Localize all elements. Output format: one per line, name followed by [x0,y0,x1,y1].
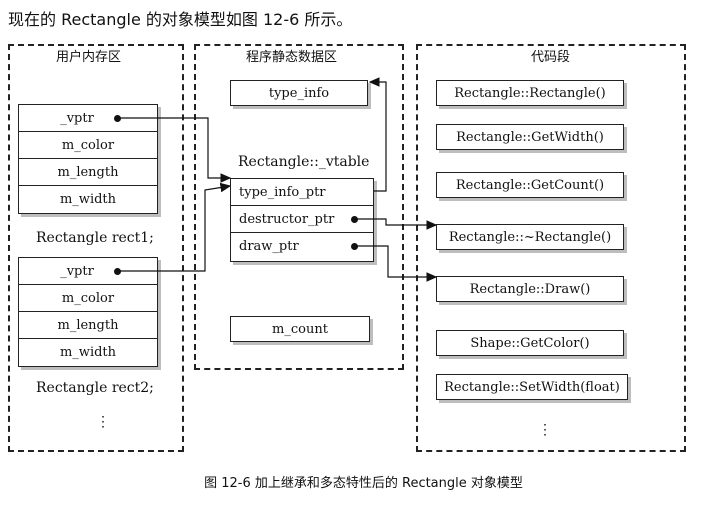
rect1-vptr-field: _vptr [19,105,157,132]
user-memory-ellipsis: ⋮ [96,414,110,430]
rect1-length-field: m_length [19,159,157,186]
rect2-vptr-arrow [117,182,232,272]
rect1-label: Rectangle rect1; [36,230,154,246]
func-get-color: Shape::GetColor() [436,330,624,356]
code-segment-title: 代码段 [525,46,577,65]
rect1-object: _vptr m_color m_length m_width [18,104,158,214]
field-label: _vptr [60,263,94,279]
rect2-color-field: m_color [19,285,157,312]
func-get-count: Rectangle::GetCount() [436,172,624,198]
vtable-draw-ptr: draw_ptr [231,233,373,260]
rect1-width-field: m_width [19,186,157,213]
rect2-label: Rectangle rect2; [36,380,154,396]
rect1-color-field: m_color [19,132,157,159]
m-count-box: m_count [230,316,370,342]
func-get-width: Rectangle::GetWidth() [436,124,624,150]
static-data-title: 程序静态数据区 [240,46,344,65]
type-info-ptr-arrow [368,77,387,192]
code-segment-region [416,44,686,452]
entry-label: destructor_ptr [239,211,335,227]
field-label: _vptr [60,110,94,126]
user-memory-region [8,44,184,452]
figure-caption: 图 12-6 加上继承和多态特性后的 Rectangle 对象模型 [204,476,523,491]
vtable: type_info_ptr destructor_ptr draw_ptr [230,178,374,262]
func-draw: Rectangle::Draw() [436,276,624,302]
func-destructor: Rectangle::~Rectangle() [436,224,624,250]
func-set-width: Rectangle::SetWidth(float) [436,374,628,400]
code-segment-ellipsis: ⋮ [538,422,552,438]
static-data-region [194,44,404,370]
destructor-ptr-arrow [354,218,438,230]
rect2-width-field: m_width [19,339,157,366]
vtable-destructor-ptr: destructor_ptr [231,206,373,233]
rect2-vptr-field: _vptr [19,258,157,285]
vtable-type-info-ptr: type_info_ptr [231,179,373,206]
page-heading: 现在的 Rectangle 的对象模型如图 12-6 所示。 [8,10,353,29]
type-info-box: type_info [230,80,368,106]
rect2-object: _vptr m_color m_length m_width [18,257,158,367]
rect2-length-field: m_length [19,312,157,339]
func-constructor: Rectangle::Rectangle() [436,80,624,106]
entry-label: type_info_ptr [239,184,326,200]
user-memory-title: 用户内存区 [50,46,128,65]
vtable-label: Rectangle::_vtable [238,154,370,170]
draw-ptr-arrow [354,245,438,282]
rect1-vptr-arrow [117,117,232,183]
entry-label: draw_ptr [239,239,299,254]
